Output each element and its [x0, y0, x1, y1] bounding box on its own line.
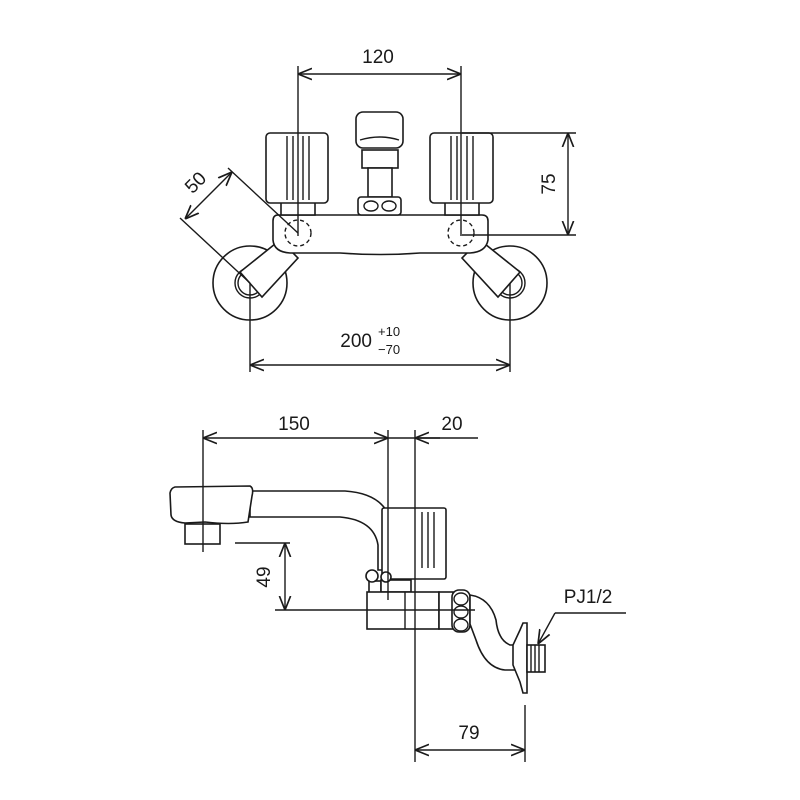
dim-50: 50: [181, 168, 211, 198]
spout-pipe: [249, 490, 387, 571]
dim-200: 200: [340, 331, 372, 352]
right-arm: [460, 238, 522, 299]
elbow-pipe: [469, 594, 521, 671]
dim-79: 79: [458, 723, 479, 744]
dim-120: 120: [362, 47, 394, 68]
side-view: 150 20 49 79 PJ1/2: [169, 414, 626, 762]
faucet-body: [272, 214, 489, 256]
left-arm: [238, 238, 300, 299]
valve-handle: [381, 507, 447, 580]
tolerance-minus: −70: [378, 342, 400, 357]
right-inlet-hidden: [447, 219, 475, 247]
thread-label: PJ1/2: [564, 587, 613, 608]
center-valve-cap: [355, 111, 404, 149]
wall-flange: [512, 622, 528, 694]
dim-49: 49: [254, 566, 275, 587]
left-handle-knob: [265, 132, 329, 204]
spout-head: [169, 485, 254, 525]
thread: [526, 644, 546, 673]
tolerance-plus: +10: [378, 324, 400, 339]
dim-20: 20: [441, 414, 462, 435]
dim-150: 150: [278, 414, 310, 435]
dim-75: 75: [539, 173, 560, 194]
front-view: 120 75 50 200 +10 −70: [179, 47, 576, 372]
left-inlet-hidden: [284, 219, 312, 247]
